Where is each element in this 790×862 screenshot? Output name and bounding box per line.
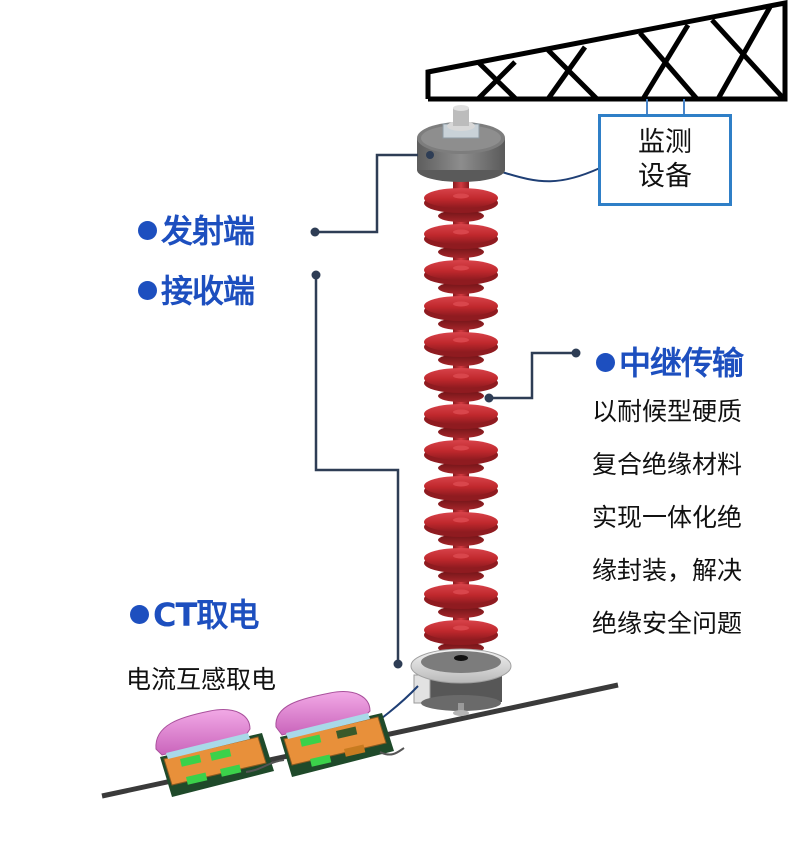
relay-label: 中继传输 xyxy=(596,338,744,384)
insulator-shed xyxy=(424,260,498,294)
transmitter-connector xyxy=(315,153,418,234)
ct-label-text: CT取电 xyxy=(153,596,259,634)
bullet-icon xyxy=(138,280,157,300)
relay-description-line: 实现一体化绝 xyxy=(592,503,743,532)
monitor-device-line1: 监测 xyxy=(638,127,692,158)
monitor-device-line2: 设备 xyxy=(638,161,692,192)
relay-description: 以耐候型硬质 复合绝缘材料 实现一体化绝 缘封装，解决 绝缘安全问题 xyxy=(592,385,742,650)
relay-label-text: 中继传输 xyxy=(619,344,744,382)
ct-description: 电流互感取电 xyxy=(126,665,277,694)
connector-dots xyxy=(310,151,581,669)
ct-module-1 xyxy=(155,709,274,797)
bullet-icon xyxy=(130,604,149,624)
bullet-icon xyxy=(138,220,157,240)
relay-description-line: 缘封装，解决 xyxy=(592,556,743,585)
insulator-shed xyxy=(424,584,498,618)
connector-lines xyxy=(314,153,576,664)
transmitter-label-text: 发射端 xyxy=(161,212,255,250)
insulator-shed xyxy=(424,476,498,510)
monitor-hangers xyxy=(646,99,685,116)
insulator-shed xyxy=(424,296,498,330)
receiver-label: 接收端 xyxy=(138,266,255,312)
relay-description-line: 绝缘安全问题 xyxy=(592,609,743,638)
ct-interconnect-wire xyxy=(245,759,285,773)
insulator-shed xyxy=(424,332,498,366)
ct-tail-wire xyxy=(379,747,405,756)
insulator-shed xyxy=(424,188,498,222)
relay-connector xyxy=(489,351,576,400)
top-cap-transmitter xyxy=(417,105,505,182)
monitor-cable xyxy=(501,167,601,183)
insulator-sheds xyxy=(424,188,498,654)
receiver-label-text: 接收端 xyxy=(161,272,255,310)
insulator-shed xyxy=(424,224,498,258)
bottom-ring-receiver xyxy=(410,648,512,716)
relay-description-line: 以耐候型硬质 xyxy=(592,397,743,426)
tower-crossarm xyxy=(425,0,788,102)
transmitter-label: 发射端 xyxy=(138,206,255,252)
receiver-connector xyxy=(314,275,400,664)
insulator-shed xyxy=(424,440,498,474)
insulator-shed xyxy=(424,548,498,582)
ct-module-2 xyxy=(275,691,394,777)
monitor-device-box: 监测 设备 xyxy=(598,114,732,206)
insulator-shed xyxy=(424,368,498,402)
relay-description-line: 复合绝缘材料 xyxy=(592,450,743,479)
insulator-shed xyxy=(424,404,498,438)
ct-label: CT取电 xyxy=(130,590,259,636)
bullet-icon xyxy=(596,352,615,372)
insulator-shed xyxy=(424,512,498,546)
